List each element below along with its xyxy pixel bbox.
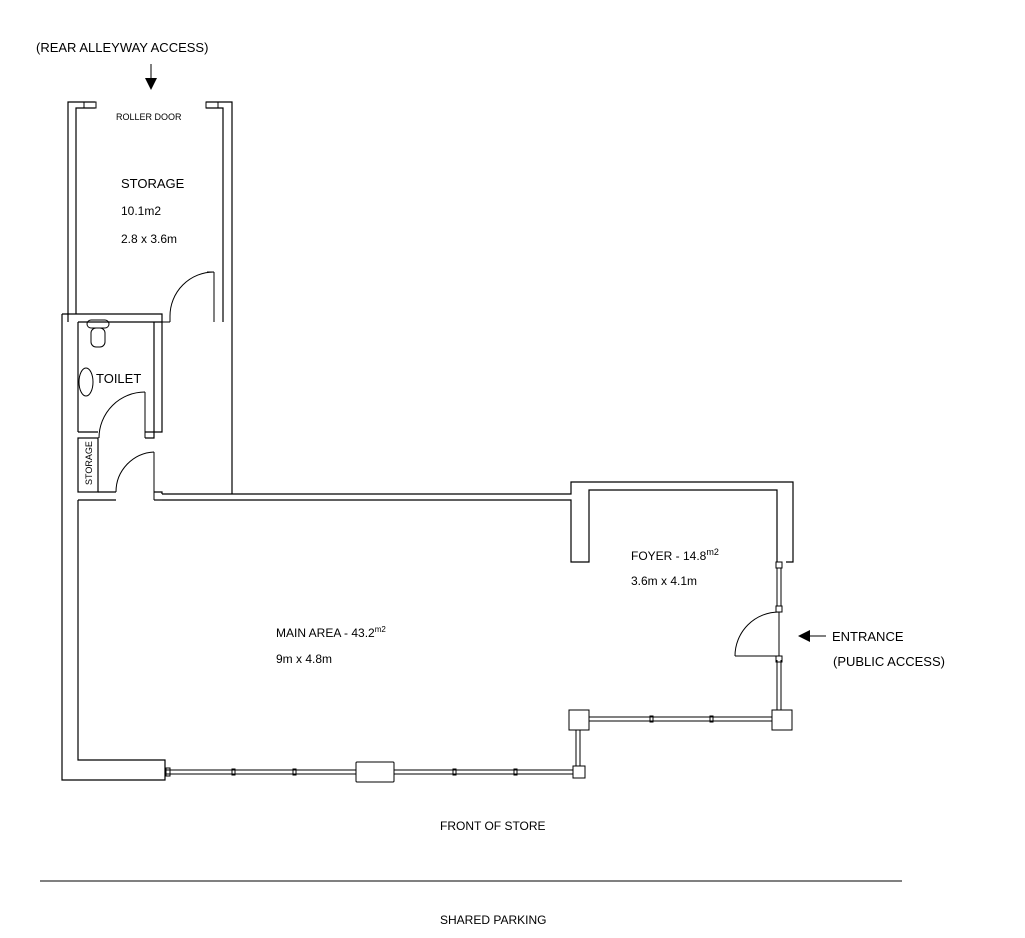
roller-door-label: ROLLER DOOR — [116, 112, 182, 122]
entrance-arrow-head — [798, 630, 810, 642]
main-area-unit: m2 — [375, 625, 387, 634]
public-access-label: (PUBLIC ACCESS) — [833, 654, 945, 669]
foyer-name: FOYER - 14.8m2 — [631, 547, 719, 563]
storage-door — [162, 271, 215, 323]
storage-room-dims: 2.8 x 3.6m — [121, 232, 177, 246]
shop-front-glazing — [165, 561, 793, 783]
storage-room-name: STORAGE — [121, 176, 185, 191]
entrance-door — [734, 611, 780, 657]
foyer-area-unit: m2 — [706, 547, 719, 557]
toilet-name: TOILET — [96, 371, 141, 386]
entrance-label: ENTRANCE — [832, 629, 904, 644]
foyer-dims: 3.6m x 4.1m — [631, 574, 697, 588]
front-of-store-label: FRONT OF STORE — [440, 819, 546, 833]
small-storage-cupboard — [77, 437, 99, 493]
main-area-dims: 9m x 4.8m — [276, 652, 332, 666]
main-area-name: MAIN AREA - 43.2m2 — [276, 625, 386, 640]
storage-room-walls — [67, 101, 233, 494]
storage-room-area: 10.1m2 — [121, 204, 161, 218]
main-area-walls — [77, 481, 794, 768]
small-storage-name: STORAGE — [84, 441, 94, 485]
toilet-door — [98, 391, 146, 439]
shared-parking-label: SHARED PARKING — [440, 913, 546, 927]
toilet-fixture-icon — [78, 319, 110, 397]
main-area-door — [115, 451, 155, 500]
rear-access-arrow-head — [145, 78, 157, 90]
rear-access-label: (REAR ALLEYWAY ACCESS) — [36, 40, 208, 55]
